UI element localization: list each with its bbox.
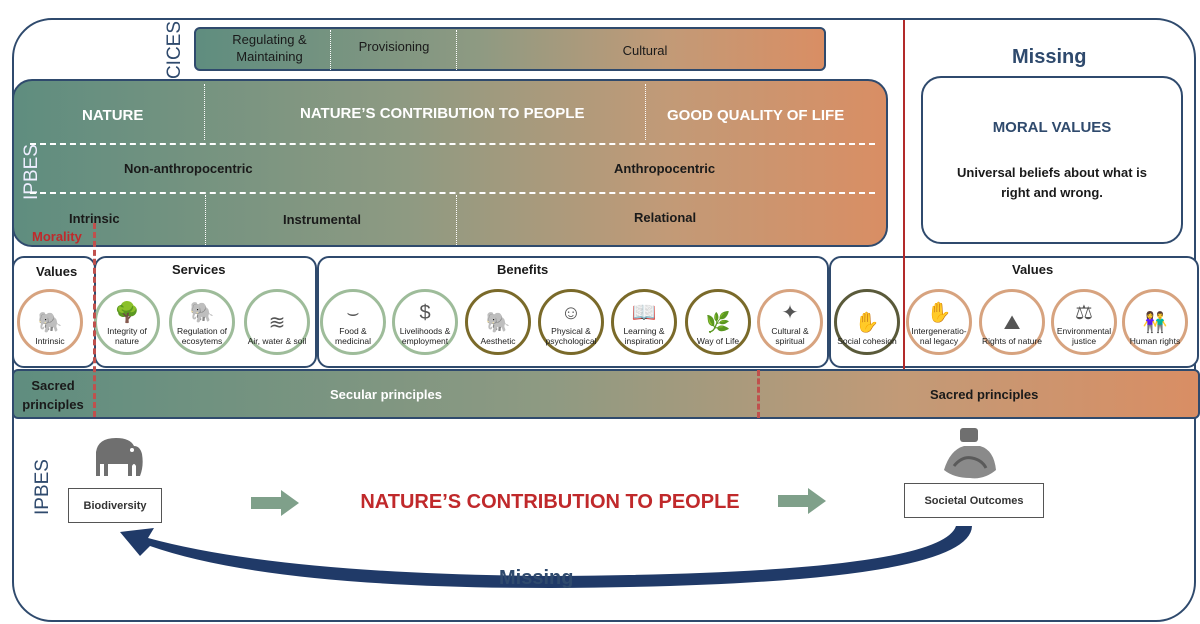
elephant-icon [86, 432, 150, 480]
missing-bottom-label: Missing [499, 567, 574, 589]
arrow-right-icon [251, 490, 299, 516]
values-right-heading: Values [1012, 262, 1054, 277]
cices-divider-1 [330, 30, 331, 70]
cices-bar [194, 27, 826, 71]
ipbes-value-box [12, 79, 888, 247]
arrow-right-icon [778, 488, 826, 514]
rights-of-nature-circle: ⛰ Rights of nature [979, 289, 1045, 355]
ncp-heading: NATURE’S CONTRIBUTION TO PEOPLE [300, 105, 585, 122]
deity-icon: ✦ [781, 302, 799, 324]
benefits-heading: Benefits [497, 262, 549, 277]
ipbes-top-label: IPBES [21, 144, 42, 200]
anthropocentric: Anthropocentric [614, 161, 716, 176]
societal-outcomes-box: Societal Outcomes [904, 483, 1044, 518]
morality-label: Morality [32, 229, 82, 244]
cices-divider-2 [456, 30, 457, 70]
values-left-heading: Values [36, 264, 78, 279]
money-bag-icon: $ [419, 302, 431, 324]
sacred-principles-right: Sacred principles [930, 387, 1039, 402]
ipbes-divider-2 [645, 84, 646, 140]
water-icon: ≋ [268, 312, 286, 334]
people-icon: 👫 [1142, 312, 1168, 334]
cultural-spiritual-circle: ✦ Cultural & spiritual [757, 289, 823, 355]
non-anthropocentric: Non-anthropocentric [124, 161, 253, 176]
air-water-soil-circle: ≋ Air, water & soil [244, 289, 310, 355]
dashed-line-2 [30, 192, 875, 194]
integrity-of-nature-circle: 🌳 Integrity of nature [94, 289, 160, 355]
relational-value: Relational [634, 210, 697, 225]
intergenerational-legacy-circle: ✋ Intergeneratio-nal legacy [906, 289, 972, 355]
intrinsic-circle: 🐘 Intrinsic [17, 289, 83, 355]
sacred-dashed-line [757, 370, 760, 418]
savanna-icon: 🌳 [114, 302, 140, 324]
reading-icon: 📖 [631, 302, 657, 324]
secular-principles: Secular principles [330, 387, 442, 402]
physical-psychological-circle: ☺ Physical & psychological [538, 289, 604, 355]
moral-values-box [921, 76, 1183, 244]
instrumental-value: Instrumental [283, 212, 362, 227]
landscape-icon: ⛰ [1003, 312, 1021, 334]
morality-dashed-line [93, 223, 96, 417]
cices-provisioning: Provisioning [358, 39, 430, 54]
cices-label: CICES [164, 20, 185, 80]
elephant-icon: 🐘 [37, 312, 63, 334]
dashed-line-1 [30, 143, 875, 145]
person-icon: ☺ [560, 302, 582, 324]
moral-values-title: MORAL VALUES [992, 119, 1112, 136]
cices-regulating: Regulating & Maintaining [232, 32, 307, 64]
cices-cultural: Cultural [622, 43, 668, 58]
bowl-icon: ⌣ [346, 302, 360, 324]
ipbes-divider-4 [456, 195, 457, 245]
services-heading: Services [172, 262, 226, 277]
moral-values-description: Universal beliefs about what is right an… [957, 165, 1147, 200]
ipbes-bottom-label: IPBES [32, 459, 53, 515]
way-of-life-circle: 🌿 Way of Life [685, 289, 751, 355]
hands-icon: ✋ [854, 312, 880, 334]
social-cohesion-circle: ✋ Social cohesion [834, 289, 900, 355]
food-medicinal-circle: ⌣ Food & medicinal [320, 289, 386, 355]
tree-icon: 🌿 [705, 312, 731, 334]
biodiversity-box: Biodiversity [68, 488, 162, 523]
sacred-principles-left: Sacred principles [22, 378, 84, 412]
missing-curved-arrow [110, 520, 980, 600]
principles-bar [12, 369, 1200, 419]
environmental-justice-circle: ⚖ Environmental justice [1051, 289, 1117, 355]
scales-icon: ⚖ [1075, 302, 1093, 324]
gqol-heading: GOOD QUALITY OF LIFE [667, 107, 845, 124]
intrinsic-value: Intrinsic [69, 211, 120, 226]
missing-top-heading: Missing [1012, 46, 1087, 68]
elephant-icon: 🐘 [189, 302, 215, 324]
handshake-icon [940, 426, 1000, 484]
values-red-divider [903, 256, 905, 368]
learning-inspiration-circle: 📖 Learning & inspiration [611, 289, 677, 355]
regulation-of-ecosystems-circle: 🐘 Regulation of ecosytems [169, 289, 235, 355]
nature-heading: NATURE [82, 107, 144, 124]
livelihoods-employment-circle: $ Livelihoods & employment [392, 289, 458, 355]
human-rights-circle: 👫 Human rights [1122, 289, 1188, 355]
elephant-icon: 🐘 [485, 312, 511, 334]
hand-icon: ✋ [926, 302, 952, 324]
ipbes-divider-3 [205, 195, 206, 245]
aesthetic-circle: 🐘 Aesthetic [465, 289, 531, 355]
missing-divider-line [903, 20, 905, 370]
ncp-bottom-title: NATURE’S CONTRIBUTION TO PEOPLE [360, 491, 740, 513]
ipbes-divider-1 [204, 84, 205, 140]
